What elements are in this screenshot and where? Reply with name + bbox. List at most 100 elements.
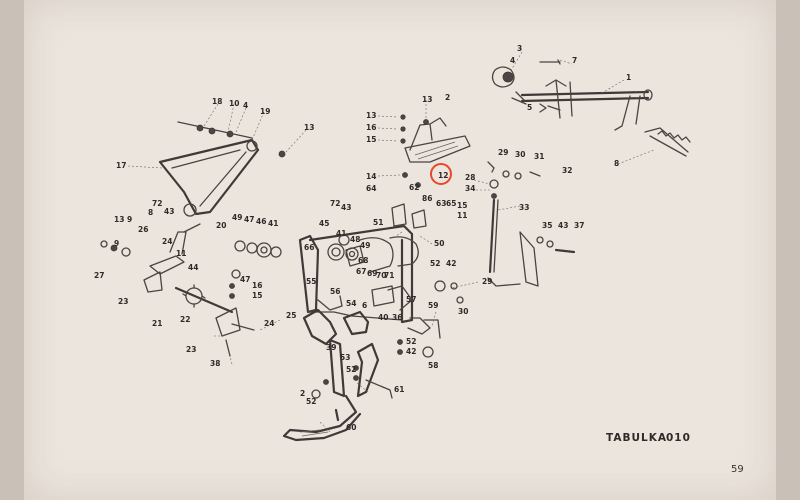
callout: 40: [378, 313, 388, 322]
callout: 42: [406, 347, 416, 356]
callout: 13: [366, 111, 376, 120]
callout: 33: [519, 203, 529, 212]
callout: 26: [138, 225, 148, 234]
callout: 4: [243, 101, 248, 110]
callout: 9: [114, 239, 119, 248]
callout: 60: [346, 423, 356, 432]
callout: 10: [229, 99, 239, 108]
callout: 65: [446, 199, 456, 208]
callout: 61: [394, 385, 404, 394]
page-number: 59: [731, 464, 744, 475]
callout: 66: [304, 243, 314, 252]
callout: 56: [330, 287, 340, 296]
callout: 38: [210, 359, 220, 368]
callout: 6: [362, 301, 367, 310]
callout: 30: [515, 150, 525, 159]
callout: 32: [562, 166, 572, 175]
callout: 22: [180, 315, 190, 324]
callout: 43: [164, 207, 174, 216]
callout: 16: [252, 281, 262, 290]
callout: 35: [542, 221, 552, 230]
callout: 52: [306, 397, 316, 406]
callout: 15: [457, 201, 467, 210]
callout: 30: [458, 307, 468, 316]
callout: 8: [148, 208, 153, 217]
callout: 3: [517, 44, 522, 53]
right-rods: [434, 161, 576, 304]
callout: 67: [356, 267, 366, 276]
callout: 41: [336, 229, 346, 238]
callout: 72: [330, 199, 340, 208]
callout: 27: [94, 271, 104, 280]
callout: 48: [350, 235, 360, 244]
callout: 25: [286, 311, 296, 320]
catalog-page: [24, 0, 776, 500]
callout: 5: [527, 103, 532, 112]
highlight-circle: [430, 163, 452, 185]
callout: 19: [260, 107, 270, 116]
callout: 34: [465, 184, 475, 193]
main-frame: [298, 203, 431, 346]
callout-labels: 3 4 7 1 5 2 13 13 16 15 18 10 4 19 13 17…: [94, 44, 631, 432]
callout: 17: [116, 161, 126, 170]
callout: 58: [428, 361, 438, 370]
callout: 28: [465, 173, 475, 182]
callout: 49: [360, 241, 370, 250]
callout: 47: [244, 215, 254, 224]
callout: 16: [366, 123, 376, 132]
callout: 52: [430, 259, 440, 268]
callout: 69: [367, 269, 377, 278]
callout: 15: [252, 291, 262, 300]
lever-assembly: [158, 121, 286, 217]
callout: 14: [366, 172, 376, 181]
callout: 70: [376, 271, 386, 280]
callout: 15: [366, 135, 376, 144]
callout: 39: [326, 343, 336, 352]
callout: 23: [118, 297, 128, 306]
callout: 4: [510, 56, 515, 65]
callout: 55: [306, 277, 316, 286]
callout: 54: [346, 299, 356, 308]
callout: 21: [152, 319, 162, 328]
callout: 86: [422, 194, 432, 203]
leader-lines: [127, 51, 655, 433]
callout: 53: [340, 353, 350, 362]
callout: 2: [300, 389, 305, 398]
callout: 64: [366, 184, 376, 193]
callout: 62: [409, 183, 419, 192]
callout: 31: [534, 152, 544, 161]
callout: 13: [422, 95, 432, 104]
callout: 13: [114, 215, 124, 224]
left-linkage: [100, 223, 255, 357]
callout: 52: [346, 365, 356, 374]
callout: 36: [392, 313, 402, 322]
bearing-group: [229, 234, 359, 299]
callout: 43: [558, 221, 568, 230]
callout: 11: [176, 249, 186, 258]
callout: 37: [574, 221, 584, 230]
callout: 45: [319, 219, 329, 228]
callout: 42: [446, 259, 456, 268]
callout: 46: [256, 217, 266, 226]
callout: 20: [216, 221, 226, 230]
highlight-callout-number: 12: [438, 171, 448, 180]
table-label: TABULKA: [606, 432, 667, 444]
callout: 63: [436, 199, 446, 208]
pedal-assembly: [282, 319, 441, 442]
callout: 71: [384, 271, 394, 280]
table-code: 010: [666, 432, 691, 444]
callout: 2: [445, 93, 450, 102]
shaft-assembly: [491, 59, 691, 157]
callout: 9: [127, 215, 132, 224]
callout: 52: [406, 337, 416, 346]
callout: 24: [162, 237, 172, 246]
bracket-assembly: [400, 114, 471, 188]
callout: 50: [434, 239, 444, 248]
callout: 44: [188, 263, 198, 272]
callout: 23: [186, 345, 196, 354]
callout: 18: [212, 97, 222, 106]
callout: 13: [304, 123, 314, 132]
callout: 49: [232, 213, 242, 222]
callout: 43: [341, 203, 351, 212]
